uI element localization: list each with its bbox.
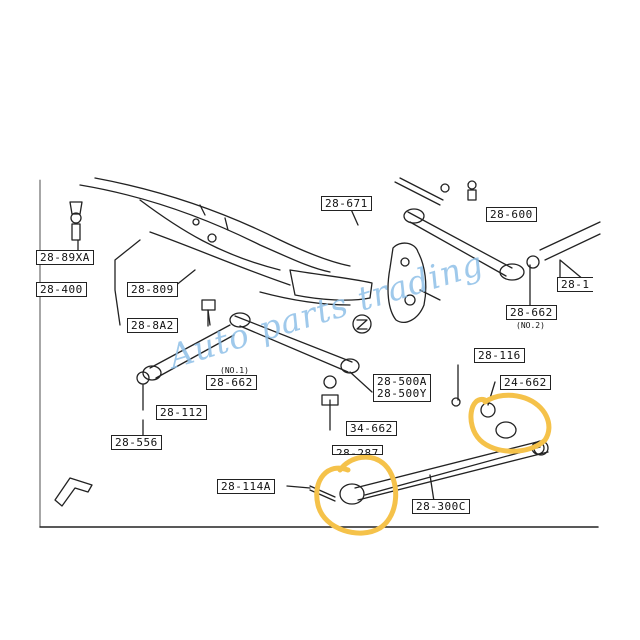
crossmember: [79, 184, 331, 273]
label-28-500A: 28-500A: [377, 375, 427, 388]
label-28-500Y: 28-500Y: [377, 387, 427, 400]
label-28-809: 28-809: [127, 282, 178, 297]
label-28-400: 28-400: [36, 282, 87, 297]
label-28-89XA: 28-89XA: [36, 250, 94, 265]
label-28-556: 28-556: [111, 435, 162, 450]
label-28-8A2: 28-8A2: [127, 318, 178, 333]
lateral-link-no1: [234, 315, 353, 363]
label-28-partial: 28-287: [332, 445, 383, 455]
label-28-300C: 28-300C: [412, 499, 470, 514]
note-no1: (NO.1): [220, 366, 249, 375]
label-28-114A: 28-114A: [217, 479, 275, 494]
label-28-116: 28-116: [474, 348, 525, 363]
highlight-front-bushing: [314, 454, 399, 536]
front-arrow: [54, 477, 93, 507]
trailing-link: [354, 439, 546, 489]
lateral-link-upper: [407, 211, 513, 269]
bushing-top-left: [70, 212, 82, 224]
note-no2: (NO.2): [516, 321, 545, 330]
label-34-662: 34-662: [346, 421, 397, 436]
label-28-600: 28-600: [486, 207, 537, 222]
label-28-662-upper: 28-662: [506, 305, 557, 320]
label-28-500: 28-500A 28-500Y: [373, 374, 431, 402]
highlight-rear-bushing: [468, 392, 552, 454]
label-24-662: 24-662: [500, 375, 551, 390]
knuckle: [387, 242, 427, 323]
label-28-1: 28-1: [557, 277, 593, 292]
label-28-662-lower: 28-662: [206, 375, 257, 390]
label-28-112: 28-112: [156, 405, 207, 420]
label-28-671: 28-671: [321, 196, 372, 211]
